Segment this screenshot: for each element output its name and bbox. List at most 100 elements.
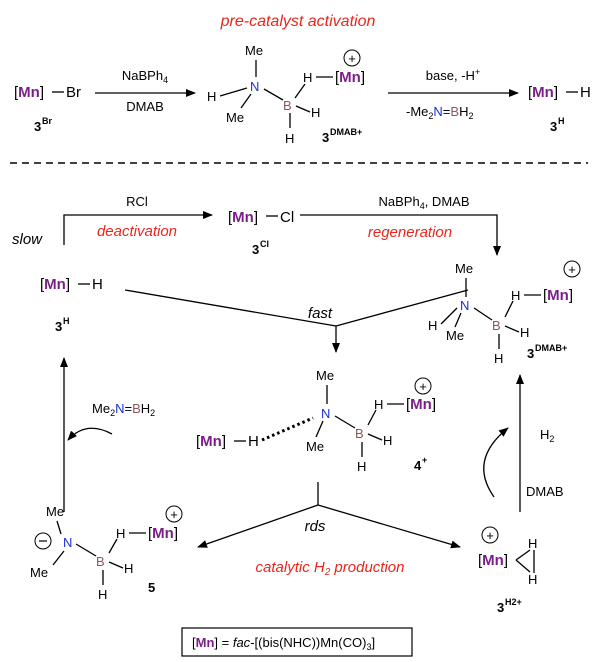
label-regeneration: regeneration bbox=[368, 224, 452, 241]
svg-text:[Mn]: [Mn] bbox=[543, 287, 573, 304]
svg-text:[Mn]: [Mn] bbox=[148, 525, 178, 542]
svg-text:[Mn]: [Mn] bbox=[196, 433, 226, 450]
svg-text:[Mn]: [Mn] bbox=[335, 69, 365, 86]
compound-3dmab-right: Me N H Me B H [Mn] + H H 3 DMAB+ bbox=[428, 260, 581, 366]
svg-text:H: H bbox=[124, 561, 133, 576]
svg-text:B: B bbox=[492, 318, 501, 333]
svg-text:[Mn]: [Mn] bbox=[14, 84, 44, 101]
svg-text:H: H bbox=[248, 433, 259, 450]
compound-3cl: [Mn] Cl 3 Cl bbox=[228, 209, 294, 257]
minus-charge-icon bbox=[34, 532, 52, 550]
svg-text:+: + bbox=[348, 51, 356, 66]
compound-4: Me N [Mn] H Me B H [Mn] + H H 4 + bbox=[196, 368, 436, 474]
svg-text:H: H bbox=[520, 325, 529, 340]
svg-text:Me: Me bbox=[46, 504, 64, 519]
svg-text:[Mn]: [Mn] bbox=[406, 396, 436, 413]
svg-text:H: H bbox=[311, 105, 320, 120]
compound-3h2: + [Mn] H H 3 H2+ bbox=[478, 526, 537, 615]
reagent-dmab: DMAB bbox=[126, 99, 164, 114]
svg-text:[Mn]: [Mn] bbox=[40, 276, 70, 293]
svg-text:H: H bbox=[511, 288, 520, 303]
reagent-regen: NaBPh4, DMAB bbox=[378, 194, 469, 211]
svg-text:H2+: H2+ bbox=[505, 597, 522, 607]
plus-charge-icon bbox=[563, 260, 581, 278]
label-3h-top: 3 bbox=[550, 119, 557, 134]
svg-text:H: H bbox=[285, 131, 294, 146]
label-3h2: 3 bbox=[497, 600, 504, 615]
legend-text: [Mn] = fac-[(bis(NHC))Mn(CO)3] bbox=[192, 635, 375, 652]
svg-text:H: H bbox=[374, 397, 383, 412]
product-h2: H2 bbox=[540, 427, 554, 444]
label-rds: rds bbox=[305, 518, 326, 535]
svg-text:Me: Me bbox=[306, 439, 324, 454]
label-3dmab-right: 3 bbox=[527, 346, 534, 361]
label-3br: 3 bbox=[34, 119, 41, 134]
plus-charge-icon bbox=[343, 49, 361, 67]
svg-text:Br: Br bbox=[42, 116, 52, 126]
legend-box bbox=[181, 627, 413, 657]
svg-text:H: H bbox=[494, 351, 503, 366]
svg-text:Cl: Cl bbox=[280, 209, 294, 226]
svg-text:Me: Me bbox=[446, 328, 464, 343]
label-3dmab-top: 3 bbox=[322, 130, 329, 145]
reagent-rcl: RCl bbox=[126, 194, 148, 209]
label-fast: fast bbox=[308, 305, 333, 322]
svg-text:N: N bbox=[460, 298, 469, 313]
svg-text:B: B bbox=[283, 98, 292, 113]
svg-text:H: H bbox=[116, 526, 125, 541]
svg-text:+: + bbox=[422, 455, 427, 465]
svg-text:H: H bbox=[383, 433, 392, 448]
compound-3h-top: [Mn] H 3 H bbox=[528, 84, 591, 134]
svg-text:Me: Me bbox=[30, 565, 48, 580]
reagent-base: base, -H+ bbox=[426, 67, 480, 83]
arrow-rds-left bbox=[197, 504, 319, 548]
compound-3br: [Mn] Br 3 Br bbox=[14, 84, 81, 134]
svg-text:+: + bbox=[568, 262, 576, 277]
svg-text:Br: Br bbox=[66, 84, 81, 101]
svg-text:H: H bbox=[63, 316, 70, 326]
svg-text:H: H bbox=[528, 572, 537, 587]
svg-text:+: + bbox=[419, 379, 427, 394]
compound-3h-left: [Mn] H 3 H bbox=[40, 276, 103, 334]
svg-text:[Mn]: [Mn] bbox=[528, 84, 558, 101]
svg-text:H: H bbox=[528, 536, 537, 551]
label-4: 4 bbox=[414, 458, 422, 473]
reagent-dmab-cycle: DMAB bbox=[526, 484, 564, 499]
svg-text:N: N bbox=[250, 79, 259, 94]
svg-text:H: H bbox=[357, 459, 366, 474]
svg-text:+: + bbox=[486, 528, 494, 543]
label-deactivation: deactivation bbox=[97, 223, 177, 240]
arrow-regeneration bbox=[300, 214, 501, 256]
svg-text:H: H bbox=[428, 318, 437, 333]
svg-text:Me: Me bbox=[455, 261, 473, 276]
compound-5: Me N Me B H [Mn] + H H 5 bbox=[30, 504, 183, 602]
label-3h-left: 3 bbox=[55, 319, 62, 334]
svg-text:N: N bbox=[63, 535, 72, 550]
precatalyst-title: pre-catalyst activation bbox=[220, 13, 376, 30]
arrow-rds-right bbox=[317, 504, 461, 549]
plus-charge-icon bbox=[165, 505, 183, 523]
svg-text:DMAB+: DMAB+ bbox=[535, 343, 567, 353]
svg-text:Me: Me bbox=[245, 43, 263, 58]
label-5: 5 bbox=[148, 580, 155, 595]
arrow-release-me2nbh2 bbox=[67, 427, 113, 441]
label-catalytic: catalytic H2 production bbox=[256, 559, 405, 578]
plus-charge-icon bbox=[414, 377, 432, 395]
arrow-deactivation bbox=[63, 211, 213, 245]
plus-charge-icon bbox=[481, 526, 499, 544]
svg-text:Me: Me bbox=[316, 368, 334, 383]
reagent-me2nbh2: -Me2N=BH2 bbox=[406, 104, 473, 121]
svg-text:N: N bbox=[321, 406, 330, 421]
label-slow: slow bbox=[12, 231, 43, 248]
svg-text:DMAB+: DMAB+ bbox=[330, 127, 362, 137]
svg-text:H: H bbox=[98, 587, 107, 602]
svg-text:H: H bbox=[303, 70, 312, 85]
compound-3dmab-top: Me N H Me B H [Mn] + H H 3 DMAB+ bbox=[207, 43, 365, 146]
svg-text:[Mn]: [Mn] bbox=[478, 552, 508, 569]
svg-text:Me: Me bbox=[226, 110, 244, 125]
svg-text:H: H bbox=[207, 89, 216, 104]
svg-text:Cl: Cl bbox=[260, 239, 269, 249]
reagent-nabph4: NaBPh4 bbox=[122, 68, 168, 85]
svg-text:+: + bbox=[170, 507, 178, 522]
